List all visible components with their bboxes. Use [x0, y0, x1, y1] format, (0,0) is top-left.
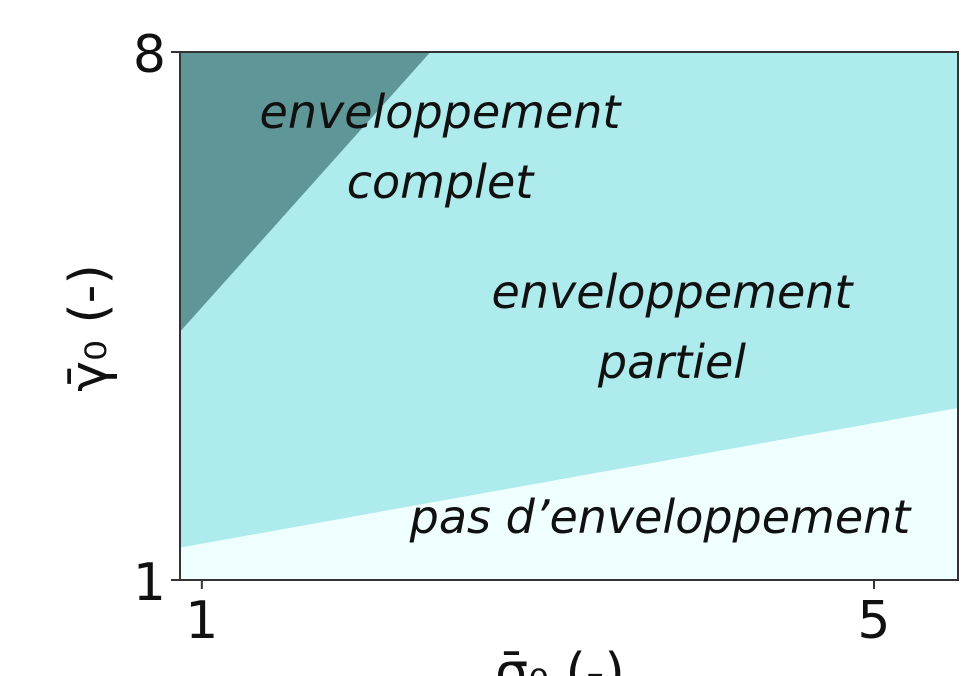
plot-frame: [179, 51, 959, 581]
y-tick-label: 8: [133, 25, 166, 85]
label-complete-line1: enveloppement: [260, 85, 623, 139]
y-tick-label: 1: [133, 553, 166, 613]
y-axis-label: γ̄₀ (-): [59, 264, 119, 392]
x-axis-label: σ̄₀ (-): [495, 643, 625, 676]
x-tick-label: 5: [857, 591, 890, 651]
label-none: pas d’enveloppement: [409, 490, 913, 544]
plot-area: [180, 52, 958, 580]
label-partial-line1: enveloppement: [492, 265, 855, 319]
label-partial-line2: partiel: [597, 335, 746, 389]
region-labels: enveloppement complet enveloppement part…: [260, 85, 913, 544]
region-partial-envelopment: [180, 52, 958, 548]
label-complete-line2: complet: [347, 155, 536, 209]
x-tick-label: 1: [185, 591, 218, 651]
region-complete-envelopment: [180, 52, 431, 332]
